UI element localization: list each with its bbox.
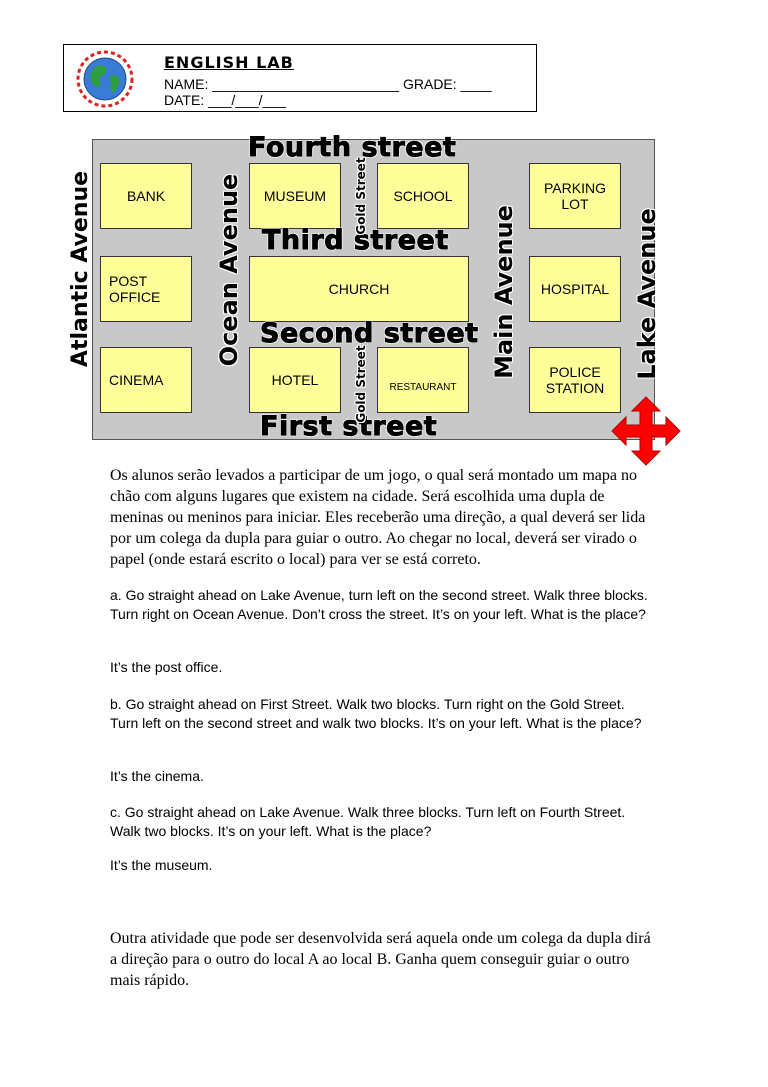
street-atlantic-avenue: Atlantic Avenue: [68, 170, 93, 368]
street-third: Third street: [262, 225, 449, 257]
exercise-c-answer: It’s the museum.: [110, 857, 213, 873]
exercise-a-question: a. Go straight ahead on Lake Avenue, tur…: [110, 587, 648, 622]
street-fourth: Fourth street: [247, 132, 457, 164]
place-church: CHURCH: [249, 256, 469, 322]
police-label-2: STATION: [545, 380, 605, 396]
place-hotel: HOTEL: [249, 347, 341, 413]
exercise-c-question: c. Go straight ahead on Lake Avenue. Wal…: [110, 804, 626, 839]
police-label-1: POLICE: [549, 364, 601, 380]
worksheet-title: ENGLISH LAB: [164, 53, 294, 72]
post-office-label-2: OFFICE: [109, 289, 161, 305]
place-bank: BANK: [100, 163, 192, 229]
place-post-office: POST OFFICE: [100, 256, 192, 322]
place-school: SCHOOL: [377, 163, 469, 229]
parking-label-2: LOT: [561, 196, 589, 212]
place-cinema: CINEMA: [100, 347, 192, 413]
place-police-station: POLICE STATION: [529, 347, 621, 413]
street-gold-bottom: Gold Street: [354, 345, 368, 423]
street-ocean-avenue: Ocean Avenue: [215, 173, 243, 367]
street-second: Second street: [260, 318, 479, 350]
exercise-b-question: b. Go straight ahead on First Street. Wa…: [110, 696, 642, 731]
name-grade-line: NAME: ________________________ GRADE: __…: [164, 76, 492, 92]
place-parking-lot: PARKING LOT: [529, 163, 621, 229]
post-office-label-1: POST: [109, 273, 148, 289]
outro-paragraph: Outra atividade que pode ser desenvolvid…: [110, 930, 651, 989]
street-gold-top: Gold Street: [354, 157, 368, 235]
street-first: First street: [259, 411, 438, 443]
date-line: DATE: ___/___/___: [164, 92, 286, 108]
parking-label-1: PARKING: [544, 180, 606, 196]
exercise-a-answer: It’s the post office.: [110, 659, 223, 675]
globe-icon: [76, 50, 134, 108]
place-hospital: HOSPITAL: [529, 256, 621, 322]
compass-arrows-icon: [611, 396, 681, 466]
exercise-b-answer: It’s the cinema.: [110, 768, 204, 784]
header-box: [63, 44, 537, 112]
intro-paragraph: Os alunos serão levados a participar de …: [110, 467, 646, 568]
street-main-avenue: Main Avenue: [490, 205, 518, 379]
place-restaurant: RESTAURANT: [377, 347, 469, 413]
street-lake-avenue: Lake Avenue: [633, 208, 661, 380]
place-museum: MUSEUM: [249, 163, 341, 229]
